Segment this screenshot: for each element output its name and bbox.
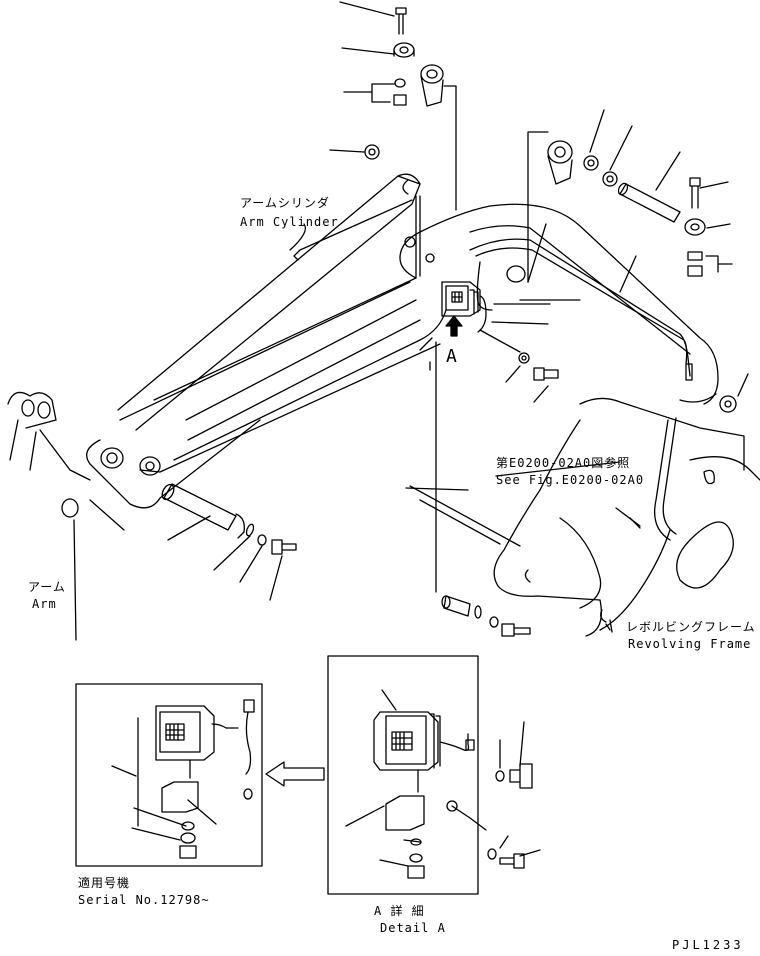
detail-a-hardware: [451, 721, 541, 869]
revolving-frame: [405, 397, 760, 637]
arm-cylinder: [117, 144, 421, 431]
right-pin-hardware: [527, 109, 733, 283]
detail-a-label-en: Detail A: [380, 921, 446, 935]
lower-mount-hardware: [441, 595, 531, 637]
label-leader-lines: [429, 361, 641, 631]
boom-foot-pin: [161, 483, 297, 601]
arm-cylinder-label-jp: アームシリンダ: [240, 196, 330, 210]
top-hardware-stack: [339, 1, 457, 211]
serial-label-jp: 適用号機: [78, 876, 131, 890]
serial-label-en: Serial No.12798~: [78, 893, 210, 907]
arm-cylinder-label-en: Arm Cylinder: [240, 215, 339, 229]
see-fig-label-en: See Fig.E0200-02A0: [496, 473, 645, 487]
drawing-code: PJL1233: [672, 938, 744, 952]
revolving-frame-label-en: Revolving Frame: [628, 637, 752, 651]
arm-label-jp: アーム: [28, 580, 66, 594]
left-arrow: [265, 761, 325, 787]
arm-structure: [7, 391, 161, 641]
see-fig-label-jp: 第E0200-02A0図参照: [496, 456, 631, 470]
arm-label-en: Arm: [32, 597, 57, 611]
boom-body: [86, 203, 749, 509]
revolving-frame-label-jp: レボルビングフレーム: [626, 620, 756, 634]
serial-detail-box: [75, 683, 263, 867]
detail-a-label-jp: A 詳 細: [374, 904, 425, 918]
view-marker-a: A: [446, 346, 458, 367]
detail-a-box: [327, 655, 479, 895]
work-light-main-view: [419, 281, 559, 593]
